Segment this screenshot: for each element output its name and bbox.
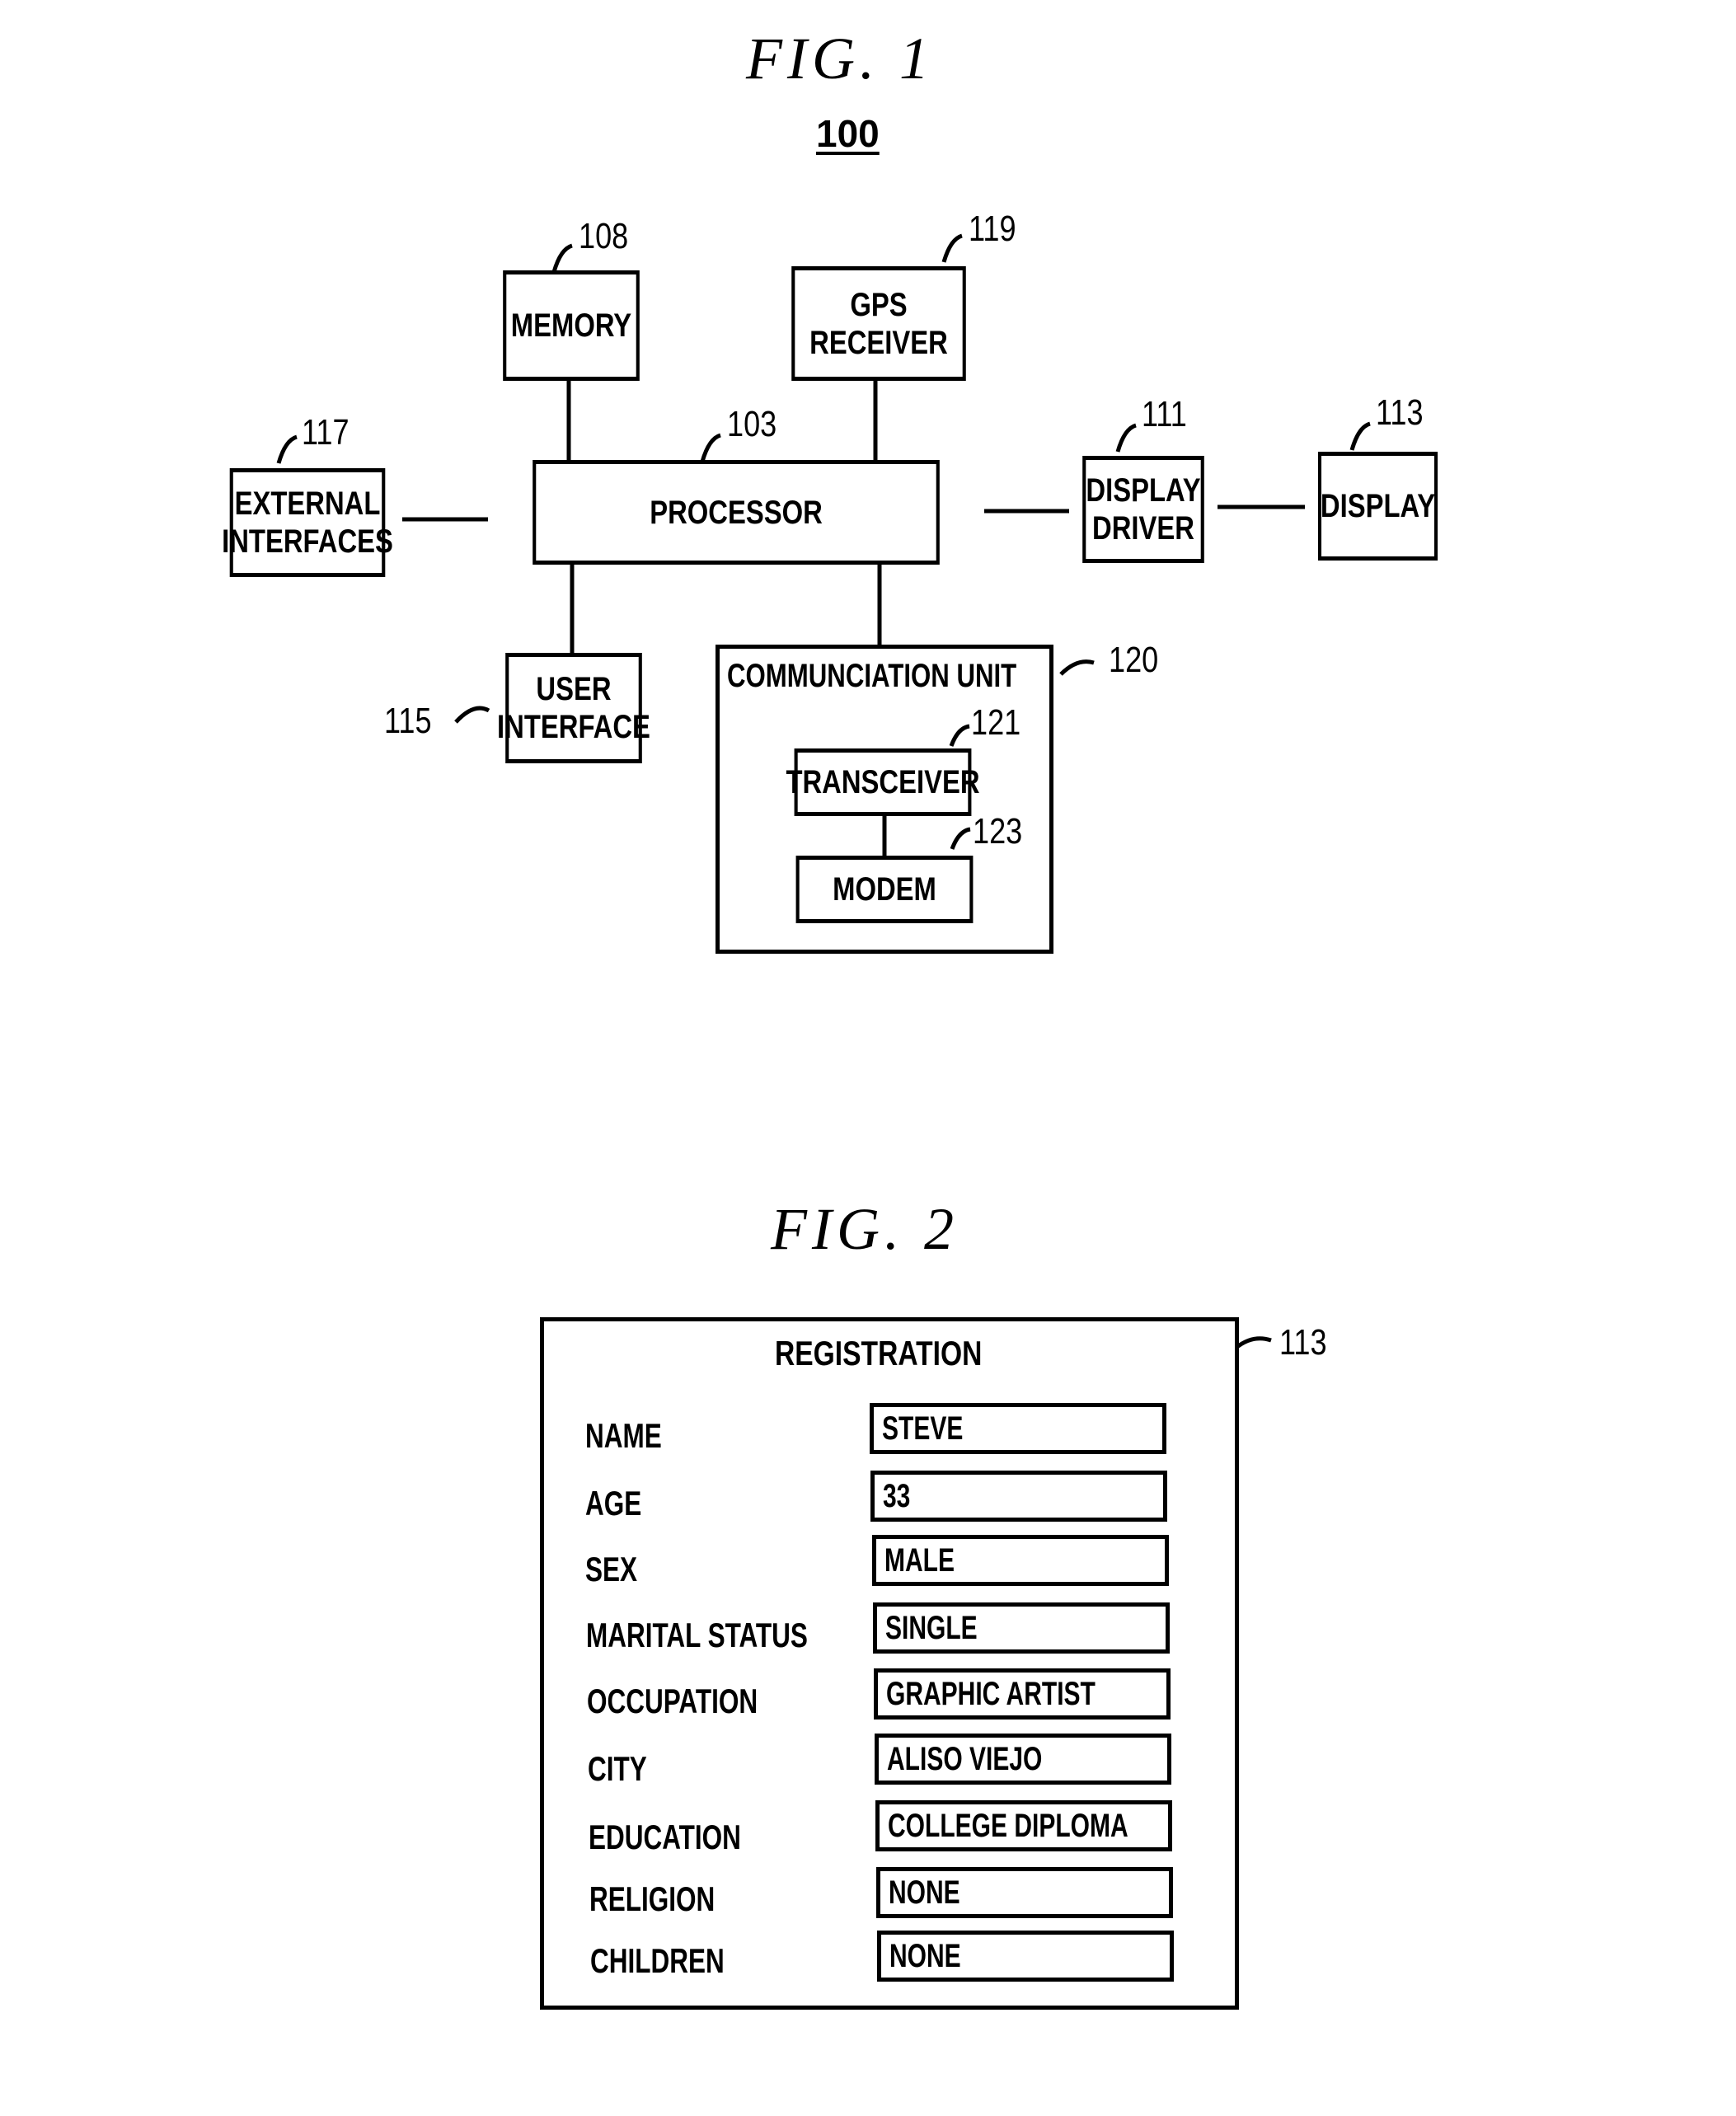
religion-label: RELIGION [589,1879,715,1919]
name-label: NAME [585,1416,662,1456]
gps-receiver-block: GPS RECEIVER [791,266,966,381]
processor-label: PROCESSOR [650,494,823,532]
transceiver-label: TRANSCEIVER [786,763,979,801]
sex-label: SEX [585,1550,637,1589]
memory-ref: 108 [579,216,628,257]
display-driver-label: DISPLAY DRIVER [1086,472,1200,547]
communication-unit-ref: 120 [1109,640,1158,681]
education-label: EDUCATION [589,1818,741,1857]
external-interfaces-block: EXTERNAL INTERFACES [230,468,386,577]
age-value: 33 [883,1478,910,1515]
leader-117 [279,437,297,463]
city-field[interactable]: ALISO VIEJO [875,1734,1171,1785]
leader-115 [456,708,489,722]
religion-value: NONE [889,1874,960,1912]
transceiver-block: TRANSCEIVER [795,748,972,816]
children-field[interactable]: NONE [877,1931,1174,1982]
modem-ref: 123 [973,811,1022,852]
display-block: DISPLAY [1318,452,1438,561]
display-driver-ref: 111 [1142,394,1187,435]
registration-screen-ref: 113 [1279,1322,1327,1363]
user-interface-label: USER INTERFACE [497,670,650,746]
display-driver-block: DISPLAY DRIVER [1082,456,1204,563]
leader-119 [944,236,962,262]
processor-ref: 103 [727,404,777,445]
modem-label: MODEM [833,870,936,908]
communication-unit-label: COMMUNCIATION UNIT [727,658,1016,695]
name-field[interactable]: STEVE [870,1403,1166,1454]
education-value: COLLEGE DIPLOMA [888,1808,1128,1845]
occupation-label: OCCUPATION [587,1682,758,1721]
sex-field[interactable]: MALE [872,1535,1169,1586]
figure-2-title: FIG. 2 [771,1195,959,1264]
external-interfaces-ref: 117 [302,412,350,453]
display-label: DISPLAY [1321,487,1435,525]
memory-block: MEMORY [503,270,640,381]
external-interfaces-label: EXTERNAL INTERFACES [222,485,393,561]
city-label: CITY [588,1749,647,1789]
sex-value: MALE [884,1542,955,1579]
marital-status-field[interactable]: SINGLE [873,1602,1170,1654]
memory-label: MEMORY [511,307,631,345]
children-label: CHILDREN [590,1941,725,1981]
age-label: AGE [585,1484,641,1523]
gps-receiver-ref: 119 [969,209,1016,250]
city-value: ALISO VIEJO [887,1741,1042,1778]
transceiver-ref: 121 [971,702,1020,744]
user-interface-block: USER INTERFACE [505,653,642,763]
religion-field[interactable]: NONE [876,1867,1173,1918]
education-field[interactable]: COLLEGE DIPLOMA [875,1800,1172,1851]
name-value: STEVE [882,1410,963,1447]
user-interface-ref: 115 [384,701,432,742]
processor-block: PROCESSOR [533,460,940,565]
leader-103 [702,435,720,462]
occupation-value: GRAPHIC ARTIST [886,1676,1096,1713]
leader-108 [554,246,572,272]
age-field[interactable]: 33 [870,1471,1167,1522]
marital-status-label: MARITAL STATUS [586,1616,808,1655]
gps-receiver-label: GPS RECEIVER [809,286,948,362]
leader-113 [1352,424,1370,450]
leader-120 [1061,662,1094,674]
display-ref: 113 [1376,392,1424,434]
modem-block: MODEM [796,856,974,923]
registration-title: REGISTRATION [775,1334,982,1373]
children-value: NONE [889,1938,961,1975]
occupation-field[interactable]: GRAPHIC ARTIST [874,1668,1171,1720]
leader-111 [1118,425,1136,452]
marital-status-value: SINGLE [885,1610,978,1647]
